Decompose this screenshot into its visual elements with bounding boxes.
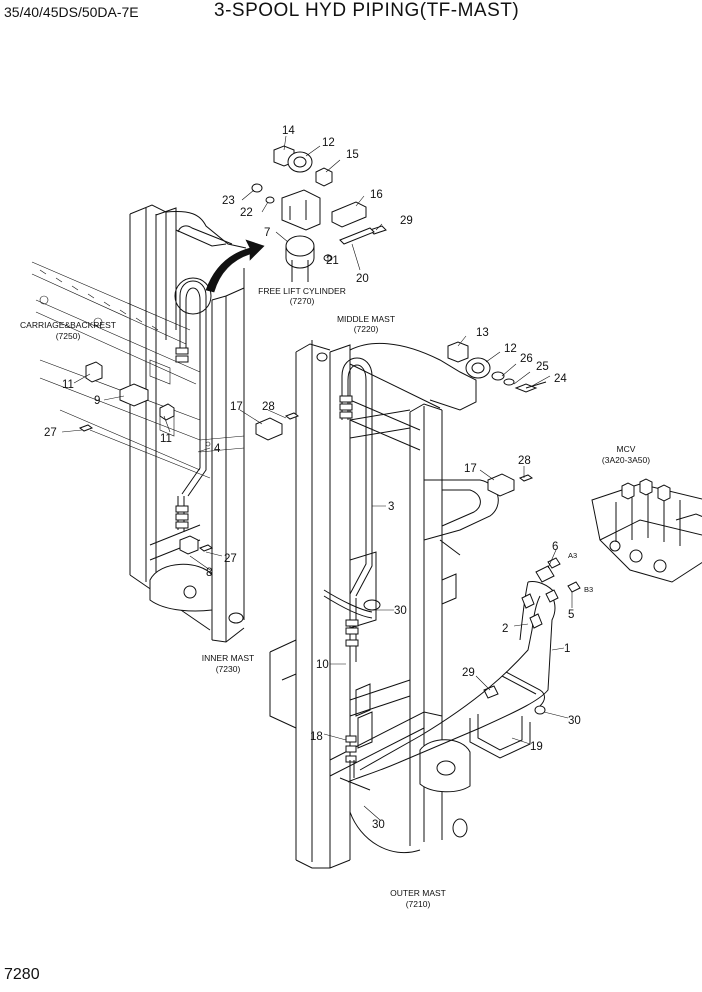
- inner-mast-hose-loop: [174, 277, 212, 532]
- callout-20: 20: [356, 273, 369, 285]
- callout-9: 9: [94, 395, 100, 407]
- callout-29: 29: [400, 215, 413, 227]
- callout-23: 23: [222, 195, 235, 207]
- callout-30c: 30: [372, 819, 385, 831]
- callout-13: 13: [476, 327, 489, 339]
- bracket-19: [469, 714, 531, 759]
- callout-8: 8: [206, 567, 212, 579]
- middle-mast-label: MIDDLE MAST: [337, 314, 395, 324]
- callout-28b: 28: [518, 455, 531, 467]
- callout-29b: 29: [462, 667, 475, 679]
- callout-24: 24: [554, 373, 567, 385]
- carriage-backrest-assembly: [31, 261, 211, 479]
- inner-mast-label: INNER MAST: [202, 653, 254, 663]
- port-a3-label: A3: [568, 551, 577, 560]
- inner-mast-code: (7230): [216, 664, 241, 674]
- callout-21: 21: [326, 255, 339, 267]
- page-number: 7280: [4, 966, 40, 983]
- callout-3: 3: [388, 501, 394, 513]
- callout-27: 27: [44, 427, 57, 439]
- callout-11: 11: [62, 379, 74, 391]
- inner-mast-assembly: [129, 204, 247, 643]
- free-lift-cylinder-label: FREE LIFT CYLINDER: [258, 286, 346, 296]
- callout-6: 6: [552, 541, 558, 553]
- mcv-code: (3A20-3A50): [602, 455, 650, 465]
- callout-leader-lines: [61, 135, 573, 821]
- callout-22: 22: [240, 207, 253, 219]
- free-lift-cylinder-code: (7270): [290, 296, 315, 306]
- callout-11b: 11: [160, 433, 172, 445]
- callout-18: 18: [310, 731, 323, 743]
- hose-lines-to-mcv: [339, 557, 581, 791]
- callout-19: 19: [530, 741, 543, 753]
- callout-16: 16: [370, 189, 383, 201]
- callout-12: 12: [322, 137, 335, 149]
- callout-26: 26: [520, 353, 533, 365]
- model-code: 35/40/45DS/50DA-7E: [4, 4, 139, 20]
- carriage-backrest-code: (7250): [56, 331, 81, 341]
- callout-12b: 12: [504, 343, 517, 355]
- callout-10: 10: [316, 659, 329, 671]
- lower-hose-fittings: [345, 735, 357, 778]
- mcv-control-valve: [591, 478, 702, 583]
- callout-5: 5: [568, 609, 574, 621]
- middle-mast-hoses: [323, 357, 381, 662]
- free-lift-cylinder-parts: [251, 145, 387, 282]
- mcv-label: MCV: [617, 444, 636, 454]
- assembly-labels: FREE LIFT CYLINDER (7270) CARRIAGE&BACKR…: [20, 286, 650, 909]
- page-title: 3-SPOOL HYD PIPING(TF-MAST): [214, 0, 520, 21]
- callout-14: 14: [282, 125, 295, 137]
- outer-mast-code: (7210): [406, 899, 431, 909]
- callout-27b: 27: [224, 553, 237, 565]
- carriage-backrest-label: CARRIAGE&BACKREST: [20, 320, 116, 330]
- callout-30: 30: [394, 605, 407, 617]
- callout-28: 28: [262, 401, 275, 413]
- callout-7: 7: [264, 227, 270, 239]
- callout-17b: 17: [464, 463, 477, 475]
- middle-mast-sheave-parts: [78, 341, 547, 555]
- outer-mast-label: OUTER MAST: [390, 888, 446, 898]
- callout-15: 15: [346, 149, 359, 161]
- callout-30b: 30: [568, 715, 581, 727]
- callout-2: 2: [502, 623, 508, 635]
- callout-4: 4: [214, 443, 221, 455]
- callout-1: 1: [564, 643, 570, 655]
- callout-numbers: 14 12 15 16 23 22 7 29 21 20 13 12 26 25…: [44, 125, 581, 831]
- outer-mast-assembly: [269, 340, 499, 869]
- callout-25: 25: [536, 361, 549, 373]
- leader-arrow-free-lift: [205, 239, 265, 293]
- middle-mast-code: (7220): [354, 324, 379, 334]
- callout-17: 17: [230, 401, 243, 413]
- port-b3-label: B3: [584, 585, 593, 594]
